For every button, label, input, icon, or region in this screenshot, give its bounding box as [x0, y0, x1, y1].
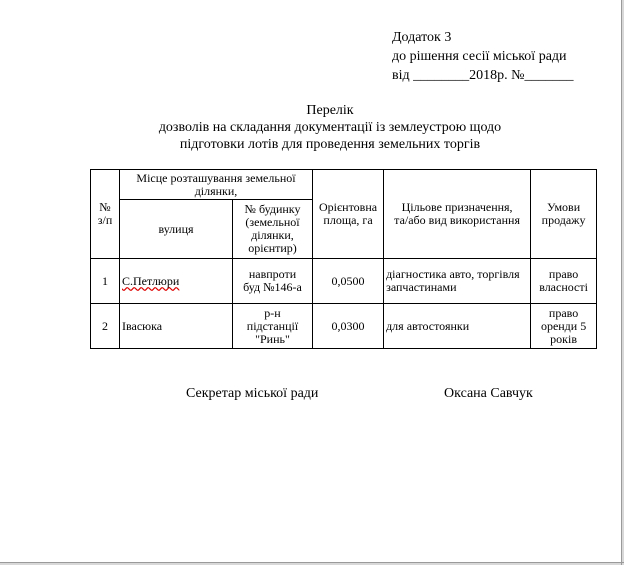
signature-name: Оксана Савчук: [444, 386, 533, 401]
title-line-1: Перелік: [306, 103, 354, 118]
cell-area: 0,0500: [311, 258, 385, 304]
addendum-number: Додаток 3: [392, 30, 452, 45]
addendum-block: Додаток 3 до рішення сесії міської ради …: [392, 28, 573, 85]
header-num: № з/п: [90, 169, 120, 259]
header-terms: Умови продажу: [530, 169, 598, 259]
cell-purpose: діагностика авто, торгівля запчастинами: [383, 258, 532, 304]
table-header-row-2: вулиця № будинку (земельної ділянки, орі…: [91, 199, 597, 259]
header-purpose: Цільове призначення, та/або вид використ…: [383, 169, 532, 259]
addendum-date: від ________2018р. №_______: [392, 68, 574, 83]
page-edge-right: [621, 0, 622, 565]
land-lots-table: № з/п Місце розташування земельної ділян…: [90, 169, 598, 349]
document-title: Перелік дозволів на складання документац…: [0, 102, 624, 153]
cell-area: 0,0300: [311, 303, 385, 349]
cell-house: навпроти буд №146-а: [232, 258, 313, 304]
header-house: № будинку (земельної ділянки, орієнтир): [232, 199, 313, 259]
header-location-group: Місце розташування земельної ділянки,: [119, 169, 313, 200]
header-area: Орієнтовна площа, га: [311, 169, 385, 259]
cell-num: 1: [90, 258, 120, 304]
cell-num: 2: [90, 303, 120, 349]
title-line-3: підготовки лотів для проведення земельни…: [179, 137, 481, 152]
cell-house: р-н підстанції "Ринь": [232, 303, 313, 349]
cell-street: С.Петлюри: [119, 258, 233, 304]
page-frame-bottom: [0, 563, 624, 565]
addendum-decision: до рішення сесії міської ради: [392, 49, 567, 64]
title-line-2: дозволів на складання документації із зе…: [158, 120, 502, 135]
header-street: вулиця: [119, 199, 233, 259]
cell-terms: право власності: [530, 258, 598, 304]
table-header-row-1: № з/п Місце розташування земельної ділян…: [90, 169, 598, 259]
page-frame-right: [622, 0, 624, 565]
cell-terms: право оренди 5 років: [530, 303, 598, 349]
cell-street-text: С.Петлюри: [122, 273, 180, 288]
cell-street: Івасюка: [119, 303, 233, 349]
cell-purpose: для автостоянки: [383, 303, 532, 349]
page-edge-bottom: [0, 562, 624, 563]
signature-position: Секретар міської ради: [186, 386, 319, 401]
table-row: 2 Івасюка р-н підстанції "Ринь" 0,0300 д…: [90, 303, 598, 349]
table-row: 1 С.Петлюри навпроти буд №146-а 0,0500 д…: [90, 258, 598, 304]
